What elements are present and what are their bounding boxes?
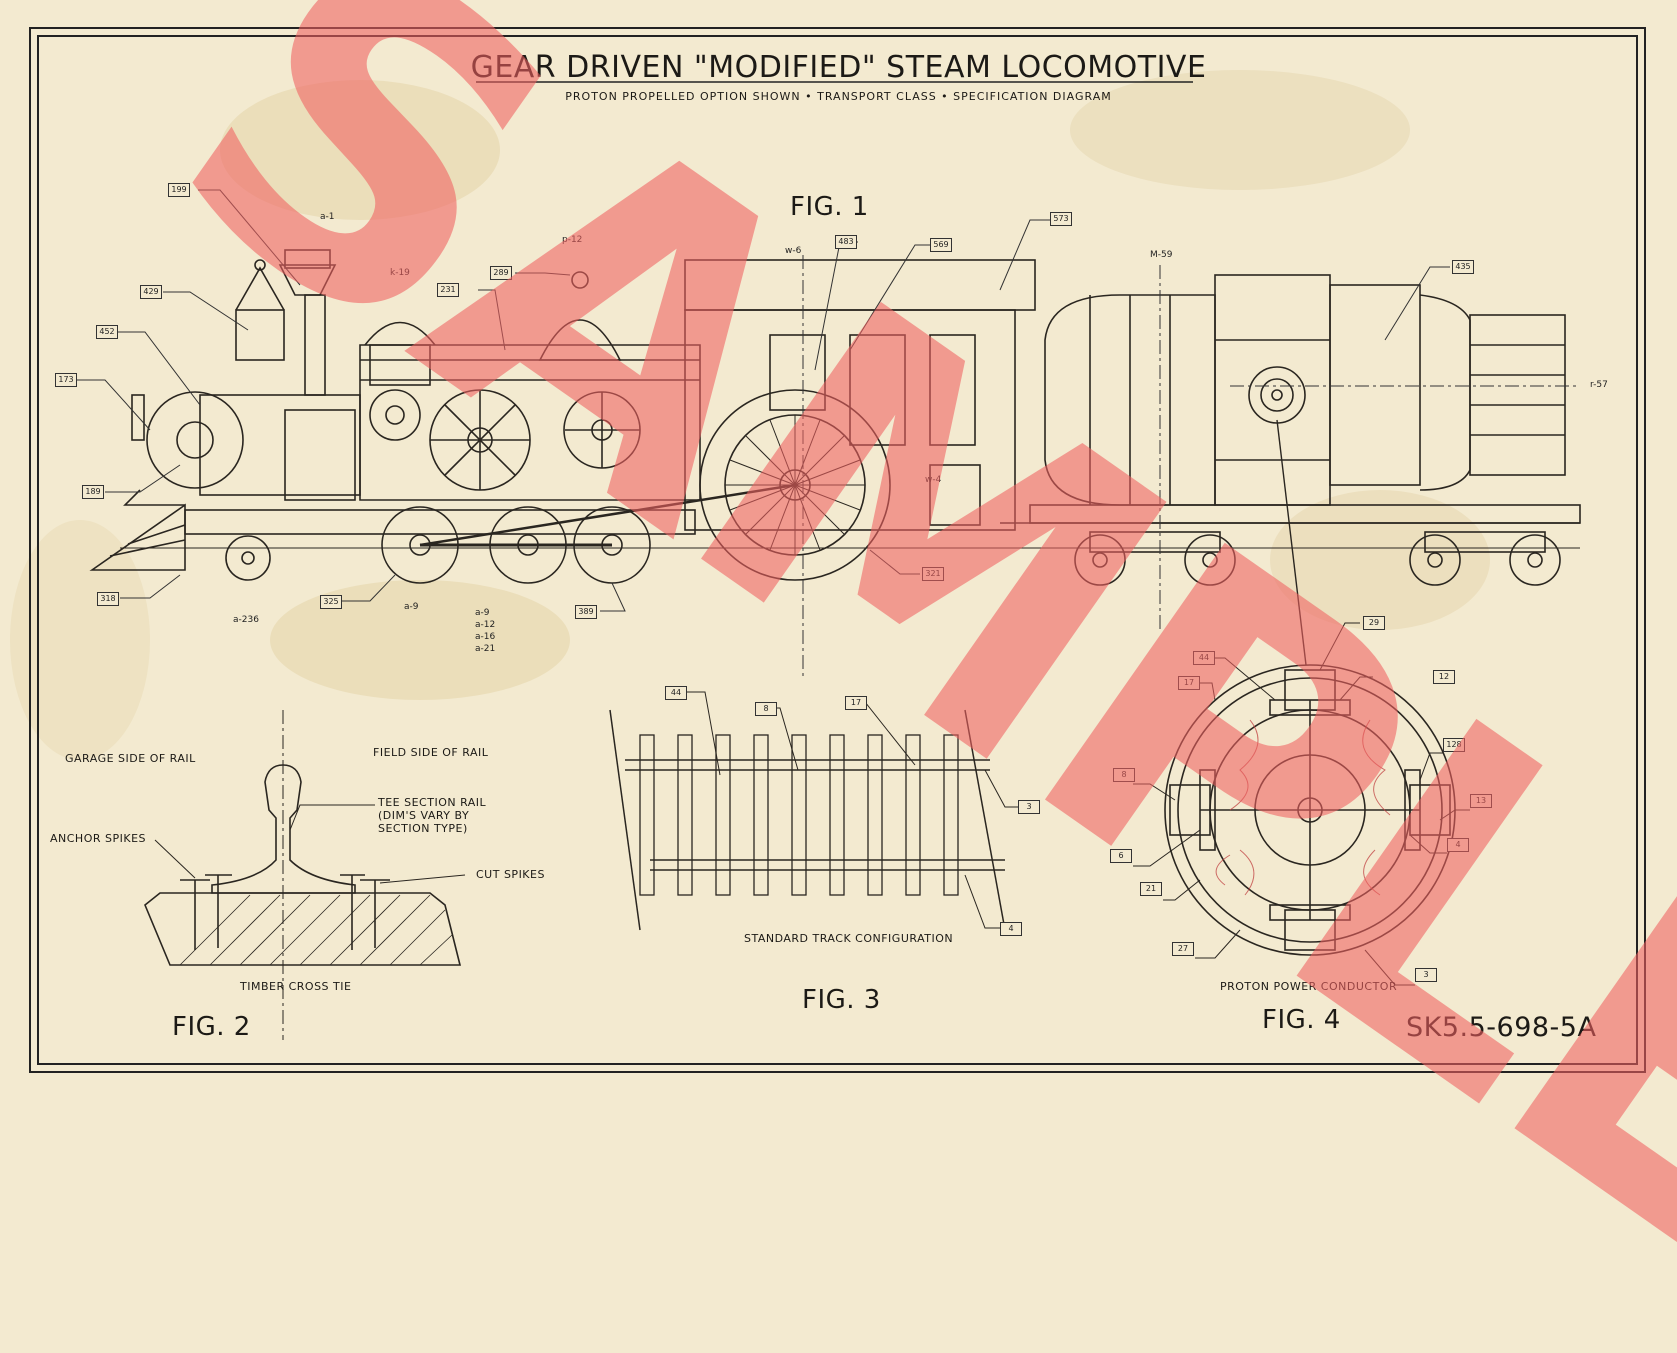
locomotive-drawing bbox=[89, 249, 1581, 666]
callout-tag: 173 bbox=[55, 373, 77, 387]
fig2-label: FIG. 2 bbox=[172, 1012, 251, 1042]
inner-border bbox=[37, 35, 1638, 1065]
callout-tag: 21 bbox=[1140, 882, 1162, 896]
callout-tag: 17 bbox=[845, 696, 867, 710]
conductor-drawing bbox=[1133, 622, 1470, 986]
track-drawing bbox=[609, 691, 1020, 931]
fig4-label: FIG. 4 bbox=[1262, 1005, 1341, 1035]
callout-tag: 44 bbox=[665, 686, 687, 700]
callout-tag: 4 bbox=[1000, 922, 1022, 936]
ref-label: a-12 bbox=[475, 620, 496, 630]
fig1-centerlines bbox=[802, 255, 1580, 680]
callout-tag: 189 bbox=[82, 485, 104, 499]
cut-spikes-label: CUT SPIKES bbox=[476, 868, 545, 881]
callout-tag: 199 bbox=[168, 183, 190, 197]
callout-tag: 8 bbox=[755, 702, 777, 716]
callout-tag: 231 bbox=[437, 283, 459, 297]
callout-tag: 3 bbox=[1018, 800, 1040, 814]
track-caption: STANDARD TRACK CONFIGURATION bbox=[744, 932, 954, 945]
timber-tie-label: TIMBER CROSS TIE bbox=[240, 980, 352, 993]
ref-label: k-19 bbox=[390, 268, 410, 278]
callout-tag: 483 bbox=[835, 235, 857, 249]
outer-border bbox=[29, 27, 1646, 1073]
callout-tag: 8 bbox=[1113, 768, 1135, 782]
ref-label: a-236 bbox=[233, 615, 259, 625]
ref-label: p-12 bbox=[562, 235, 583, 245]
garage-side-label: GARAGE SIDE OF RAIL bbox=[65, 752, 196, 765]
callout-tag: 289 bbox=[490, 266, 512, 280]
ref-label: a-1 bbox=[320, 212, 335, 222]
conductor-caption: PROTON POWER CONDUCTOR bbox=[1220, 980, 1398, 993]
callout-tag: 13 bbox=[1470, 794, 1492, 808]
callout-tag: 27 bbox=[1172, 942, 1194, 956]
field-side-label: FIELD SIDE OF RAIL bbox=[373, 746, 489, 759]
callout-tag: 569 bbox=[930, 238, 952, 252]
ref-label: a-21 bbox=[475, 644, 496, 654]
ref-label: a-9 bbox=[475, 608, 490, 618]
fig1-leaders bbox=[77, 189, 1450, 612]
callout-tag: 6 bbox=[1110, 849, 1132, 863]
ref-label: a-9 bbox=[404, 602, 419, 612]
callout-tag: 429 bbox=[140, 285, 162, 299]
callout-tag: 452 bbox=[96, 325, 118, 339]
callout-tag: 435 bbox=[1452, 260, 1474, 274]
callout-tag: 318 bbox=[97, 592, 119, 606]
fig1-label: FIG. 1 bbox=[790, 192, 869, 222]
paper-stains bbox=[10, 70, 1490, 760]
tee-rail-note-1: (DIM'S VARY BY bbox=[378, 809, 470, 822]
page-title: GEAR DRIVEN "MODIFIED" STEAM LOCOMOTIVE bbox=[470, 50, 1207, 85]
callout-tag: 321 bbox=[922, 567, 944, 581]
ref-label: M-59 bbox=[1150, 250, 1173, 260]
ref-label: r-57 bbox=[1590, 380, 1608, 390]
callout-tag: 29 bbox=[1363, 616, 1385, 630]
rail-section-drawing bbox=[144, 710, 466, 1040]
callout-tag: 573 bbox=[1050, 212, 1072, 226]
sheet-number: SK5.5-698-5A bbox=[1406, 1012, 1597, 1043]
tee-rail-note-2: SECTION TYPE) bbox=[378, 822, 468, 835]
callout-tag: 325 bbox=[320, 595, 342, 609]
ref-label: w-4 bbox=[925, 475, 942, 485]
callout-tag: 128 bbox=[1443, 738, 1465, 752]
callout-tag: 44 bbox=[1193, 651, 1215, 665]
callout-tag: 4 bbox=[1447, 838, 1469, 852]
callout-tag: 3 bbox=[1415, 968, 1437, 982]
fig3-label: FIG. 3 bbox=[802, 985, 881, 1015]
page-subtitle: PROTON PROPELLED OPTION SHOWN • TRANSPOR… bbox=[565, 90, 1112, 103]
callout-tag: 12 bbox=[1433, 670, 1455, 684]
tee-rail-label: TEE SECTION RAIL bbox=[378, 796, 487, 809]
callout-tag: 389 bbox=[575, 605, 597, 619]
ref-label: w-6 bbox=[785, 246, 802, 256]
blueprint-drawing bbox=[10, 27, 1646, 1073]
anchor-spikes-label: ANCHOR SPIKES bbox=[50, 832, 147, 845]
callout-tag: 17 bbox=[1178, 676, 1200, 690]
ref-label: a-16 bbox=[475, 632, 496, 642]
